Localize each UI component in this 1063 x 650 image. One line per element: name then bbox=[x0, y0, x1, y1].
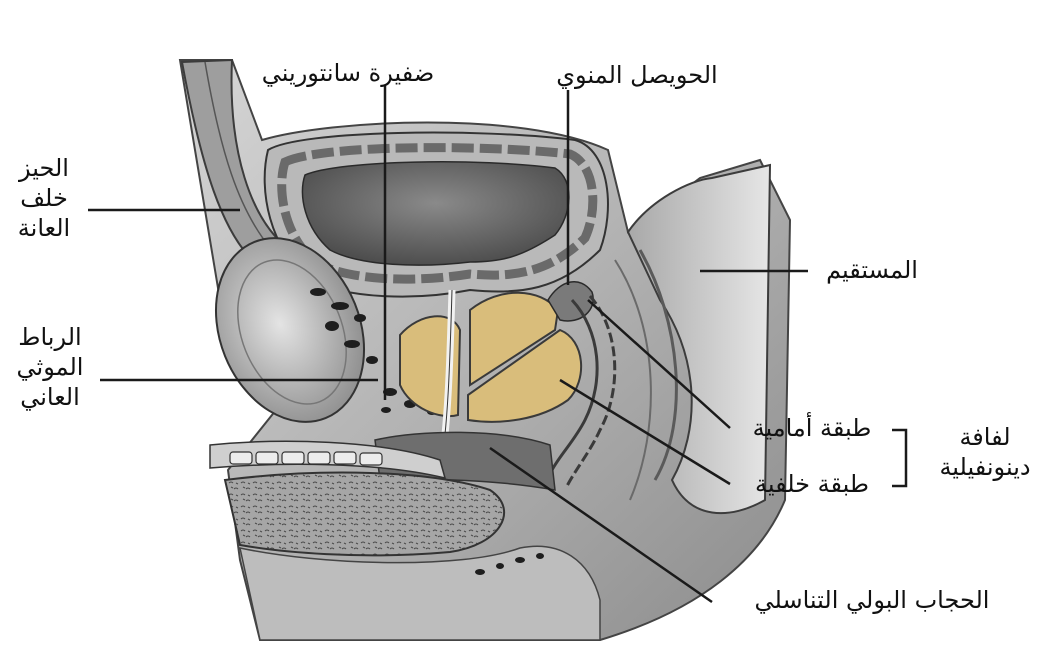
santorini-venous-plexus bbox=[310, 288, 437, 415]
label-seminal-vesicle: الحويصل المنوي bbox=[556, 61, 718, 89]
corpus-spongiosum bbox=[223, 471, 506, 557]
leader-lines bbox=[88, 85, 908, 604]
rectal-wall-fold-2 bbox=[614, 259, 652, 501]
label-rectum: المستقيم bbox=[826, 256, 918, 284]
label-puboprostatic-line-1: الرباط bbox=[18, 323, 82, 351]
denonvilliers-anterior-layer bbox=[550, 298, 599, 471]
leader-urogenital bbox=[489, 446, 713, 604]
perineal-tissue bbox=[239, 545, 601, 641]
abdominal-wall-line bbox=[204, 61, 273, 251]
label-anterior-layer: طبقة أمامية bbox=[752, 414, 872, 442]
label-urogenital-diaphragm: الحجاب البولي التناسلي bbox=[754, 586, 990, 614]
prostate-middle-lobe bbox=[469, 291, 560, 387]
rectum bbox=[626, 163, 772, 515]
label-denonvilliers-fascia: لفافة دينونفيلية bbox=[912, 422, 1058, 482]
perineal-vessels bbox=[475, 553, 544, 575]
label-retropubic-line-3: العانة bbox=[17, 214, 71, 242]
pubic-bone bbox=[214, 237, 366, 423]
label-puboprostatic-line-3: العاني bbox=[20, 383, 80, 411]
pubic-bone-inner bbox=[237, 259, 347, 405]
label-puboprostatic-ligament: الرباط الموثي العاني bbox=[2, 322, 98, 412]
leader-anterior-layer bbox=[587, 299, 731, 429]
label-puboprostatic-line-2: الموثي bbox=[16, 353, 84, 381]
bladder-lumen bbox=[301, 161, 570, 266]
leader-posterior-layer bbox=[559, 378, 731, 486]
fascia-bracket bbox=[892, 428, 908, 488]
label-posterior-layer: طبقة خلفية bbox=[754, 470, 869, 498]
label-retropubic-space: الحيز خلف العانة bbox=[4, 153, 84, 243]
rectal-wall-fold bbox=[638, 249, 678, 481]
label-retropubic-line-1: الحيز bbox=[19, 154, 69, 182]
denonvilliers-posterior-layer bbox=[564, 295, 617, 489]
label-denonvilliers-line-1: لفافة bbox=[959, 423, 1011, 451]
label-retropubic-line-2: خلف bbox=[20, 184, 68, 212]
label-santorini-plexus: ضفيرة سانتوريني bbox=[261, 59, 435, 87]
prostate-posterior-lobe bbox=[467, 328, 583, 423]
label-denonvilliers-line-2: دينونفيلية bbox=[939, 453, 1031, 481]
corpus-chambers bbox=[229, 451, 383, 466]
